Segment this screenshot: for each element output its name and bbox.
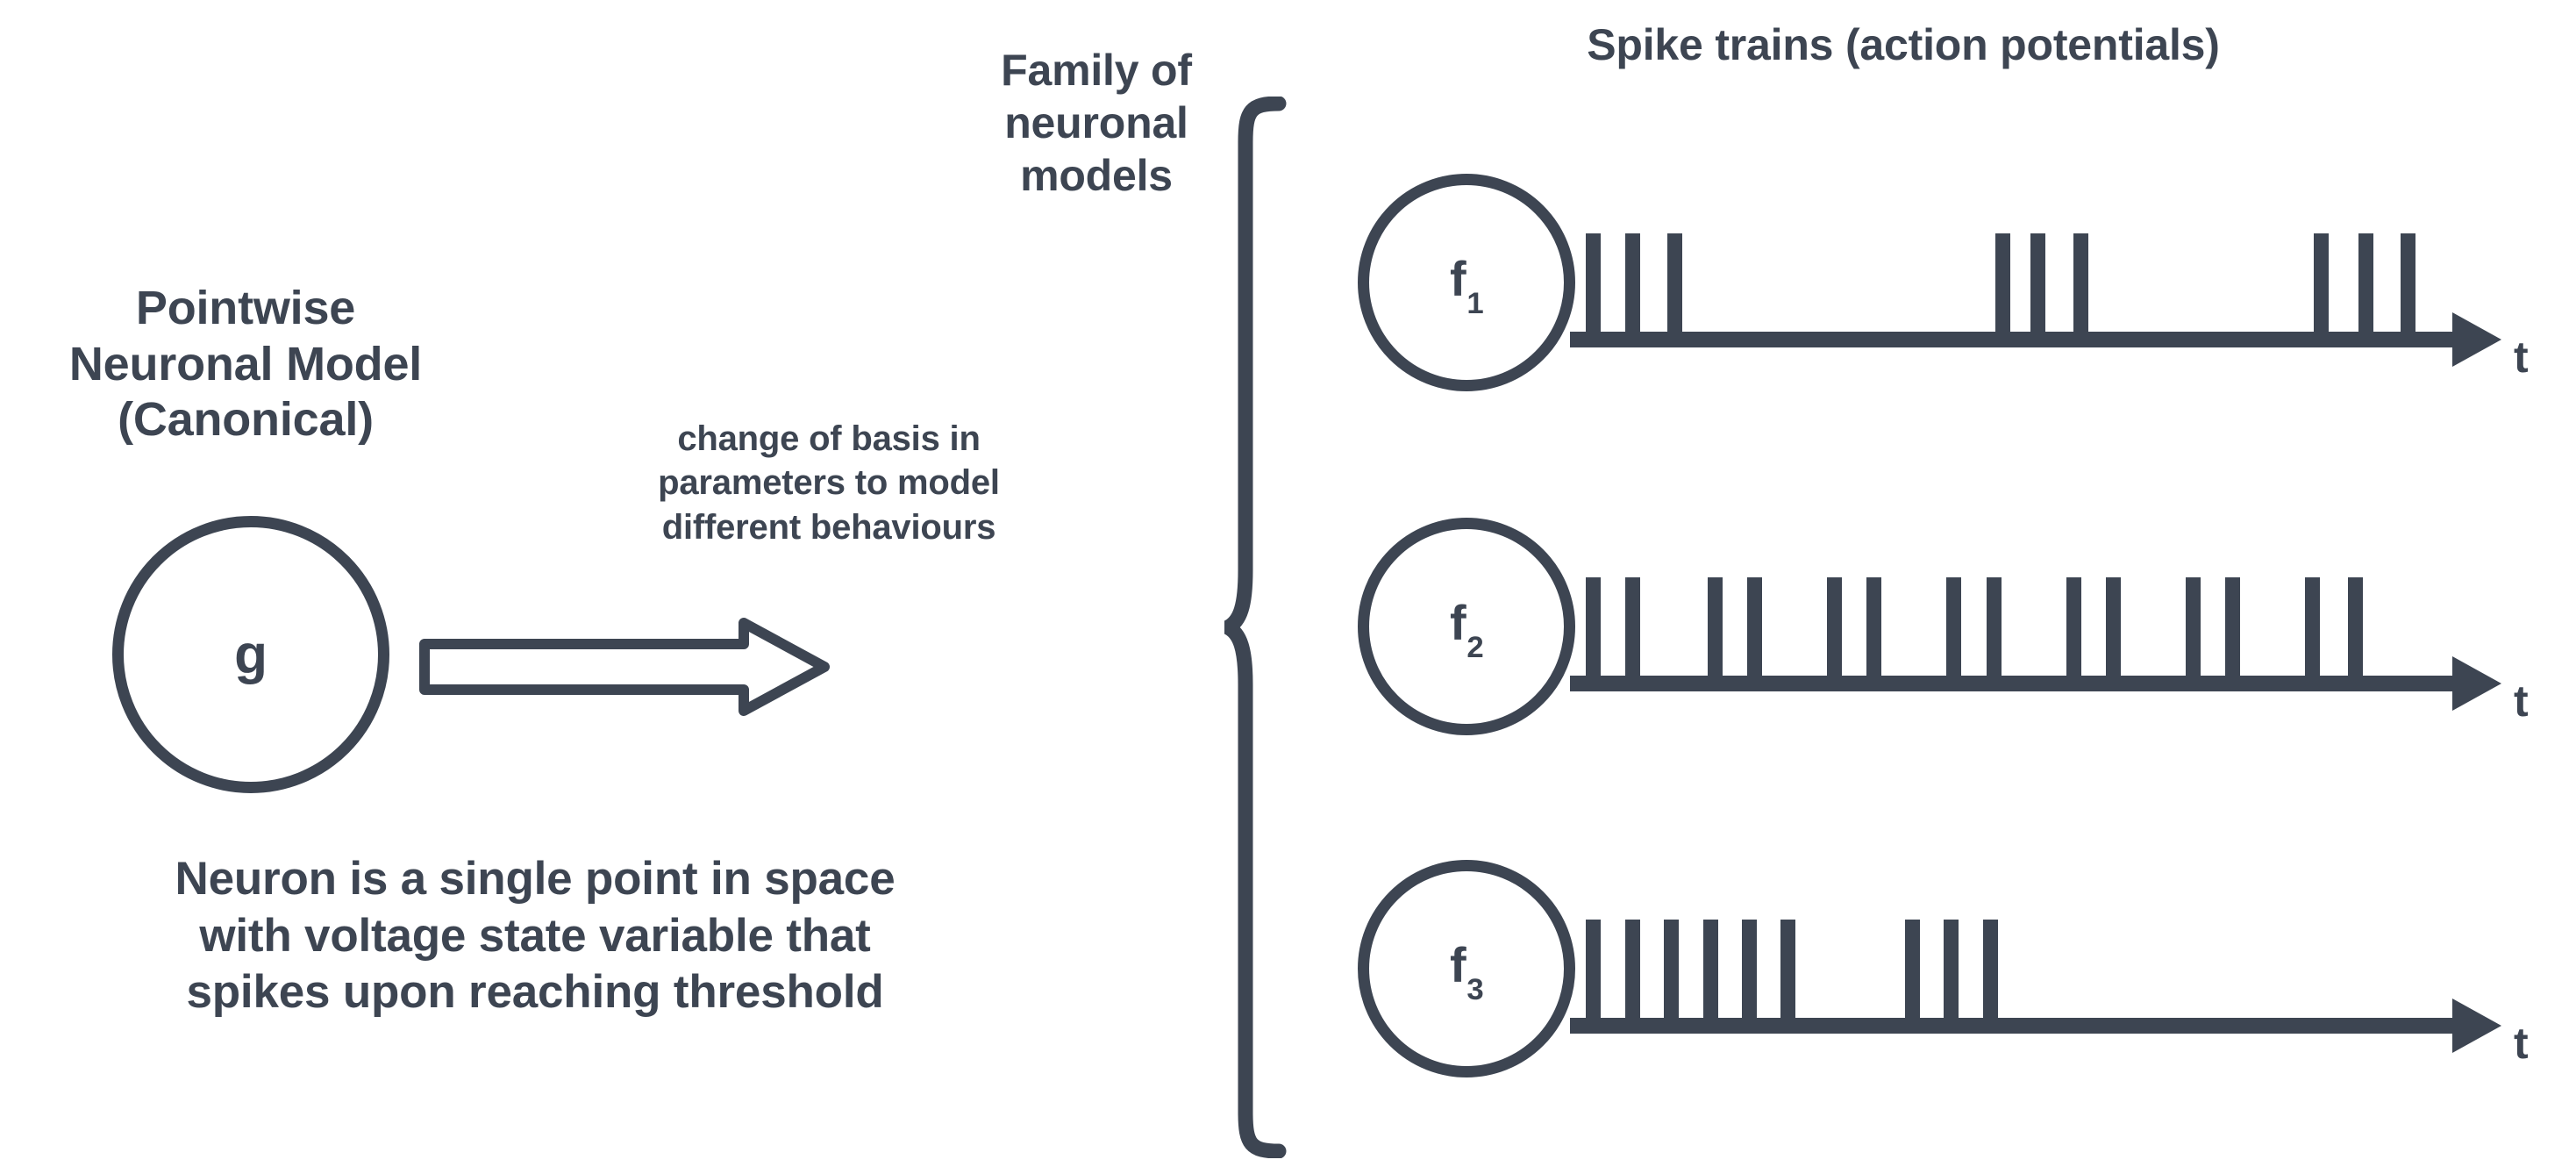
- spike-bar: [1866, 577, 1882, 691]
- change-of-basis-arrow: [419, 614, 831, 724]
- time-axis-label-f3: t: [2514, 1019, 2529, 1068]
- node-label-f2: f2: [1450, 595, 1484, 665]
- spike-bar: [1707, 577, 1723, 691]
- neuron-description-caption: Neuron is a single point in space with v…: [175, 853, 896, 1019]
- time-axis-arrowhead: [2452, 312, 2501, 367]
- spike-bar: [1946, 577, 1962, 691]
- spike-bar: [1664, 920, 1680, 1034]
- block-arrow-icon: [419, 618, 830, 716]
- spike-bar: [2401, 233, 2416, 347]
- family-of-models-title: Family of neuronal models: [1001, 46, 1192, 200]
- change-of-basis-label: change of basis in parameters to model d…: [658, 419, 1000, 547]
- spike-bar: [1747, 577, 1762, 691]
- spike-bar: [1741, 920, 1757, 1034]
- spike-bar: [2305, 577, 2321, 691]
- canonical-model-node-g: g: [112, 516, 389, 793]
- spike-trains-title: Spike trains (action potentials): [1587, 20, 2220, 69]
- spike-bar: [2225, 577, 2241, 691]
- spike-bar: [1780, 920, 1796, 1034]
- time-axis-arrowhead: [2452, 999, 2501, 1053]
- time-axis-line: [1570, 332, 2456, 347]
- spike-bar: [2030, 233, 2046, 347]
- spike-bar: [1624, 233, 1640, 347]
- spike-bar: [1982, 920, 1998, 1034]
- spike-bar: [1904, 920, 1920, 1034]
- pointwise-neuronal-model-title: Pointwise Neuronal Model (Canonical): [68, 282, 423, 447]
- family-brace: [1220, 96, 1295, 1163]
- model-node-f1: f1: [1358, 174, 1575, 391]
- spike-bar: [1667, 233, 1683, 347]
- time-axis-label-f1: t: [2514, 333, 2529, 382]
- node-label-g: g: [234, 624, 268, 685]
- spike-bar: [1702, 920, 1718, 1034]
- spike-bar: [2314, 233, 2330, 347]
- spike-bar: [1586, 233, 1602, 347]
- model-node-f3: f3: [1358, 860, 1575, 1077]
- spike-bar: [1624, 920, 1640, 1034]
- spike-bar: [1586, 920, 1602, 1034]
- node-label-f3: f3: [1450, 937, 1484, 1007]
- curly-brace-icon: [1220, 96, 1287, 1159]
- spike-bar: [1986, 577, 2002, 691]
- spike-train-f3: [1570, 844, 2508, 1055]
- node-label-f1: f1: [1450, 251, 1484, 321]
- time-axis-line: [1570, 676, 2456, 691]
- spike-bar: [2358, 233, 2373, 347]
- spike-bar: [2347, 577, 2363, 691]
- spike-train-f2: [1570, 502, 2508, 712]
- time-axis-arrowhead: [2452, 656, 2501, 711]
- spike-train-f1: [1570, 158, 2508, 369]
- spike-bar: [1826, 577, 1842, 691]
- spike-bar: [2106, 577, 2122, 691]
- spike-bar: [1994, 233, 2010, 347]
- spike-bar: [2073, 233, 2088, 347]
- model-node-f2: f2: [1358, 518, 1575, 735]
- spike-bar: [1944, 920, 1959, 1034]
- time-axis-label-f2: t: [2514, 676, 2529, 726]
- spike-bar: [1624, 577, 1640, 691]
- spike-bar: [2066, 577, 2081, 691]
- spike-bar: [1586, 577, 1602, 691]
- spike-bar: [2185, 577, 2201, 691]
